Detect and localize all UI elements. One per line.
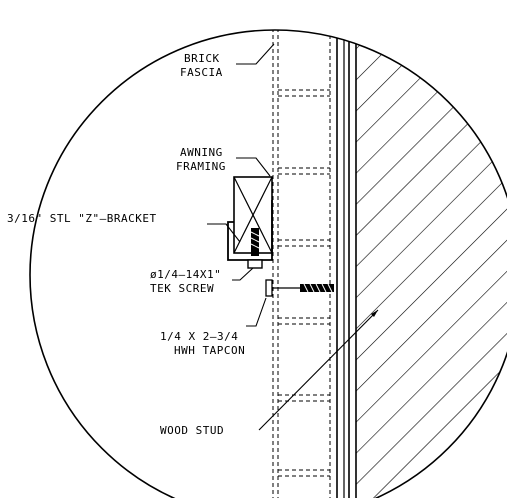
leader-lines	[207, 43, 379, 431]
wood-stud-arrow	[371, 310, 378, 317]
label-tek-2: TEK SCREW	[150, 282, 214, 295]
label-awning-2: FRAMING	[176, 160, 226, 173]
wood-stud-hatch	[356, 30, 507, 498]
label-bracket: 3/16" STL "Z"–BRACKET	[7, 212, 157, 225]
brick-fascia	[272, 30, 331, 498]
label-tek-1: ø1/4–14X1"	[150, 268, 221, 281]
label-brick-1: BRICK	[184, 52, 220, 65]
tapcon-anchor	[265, 279, 334, 297]
z-bracket	[227, 200, 273, 261]
tek-screw	[247, 228, 263, 269]
label-tapcon-1: 1/4 X 2–3/4	[160, 330, 238, 343]
detail-circle	[29, 29, 507, 503]
label-awning-1: AWNING	[180, 146, 223, 159]
label-tapcon-2: HWH TAPCON	[174, 344, 245, 357]
label-brick-2: FASCIA	[180, 66, 223, 79]
label-wood-stud: WOOD STUD	[160, 424, 224, 437]
